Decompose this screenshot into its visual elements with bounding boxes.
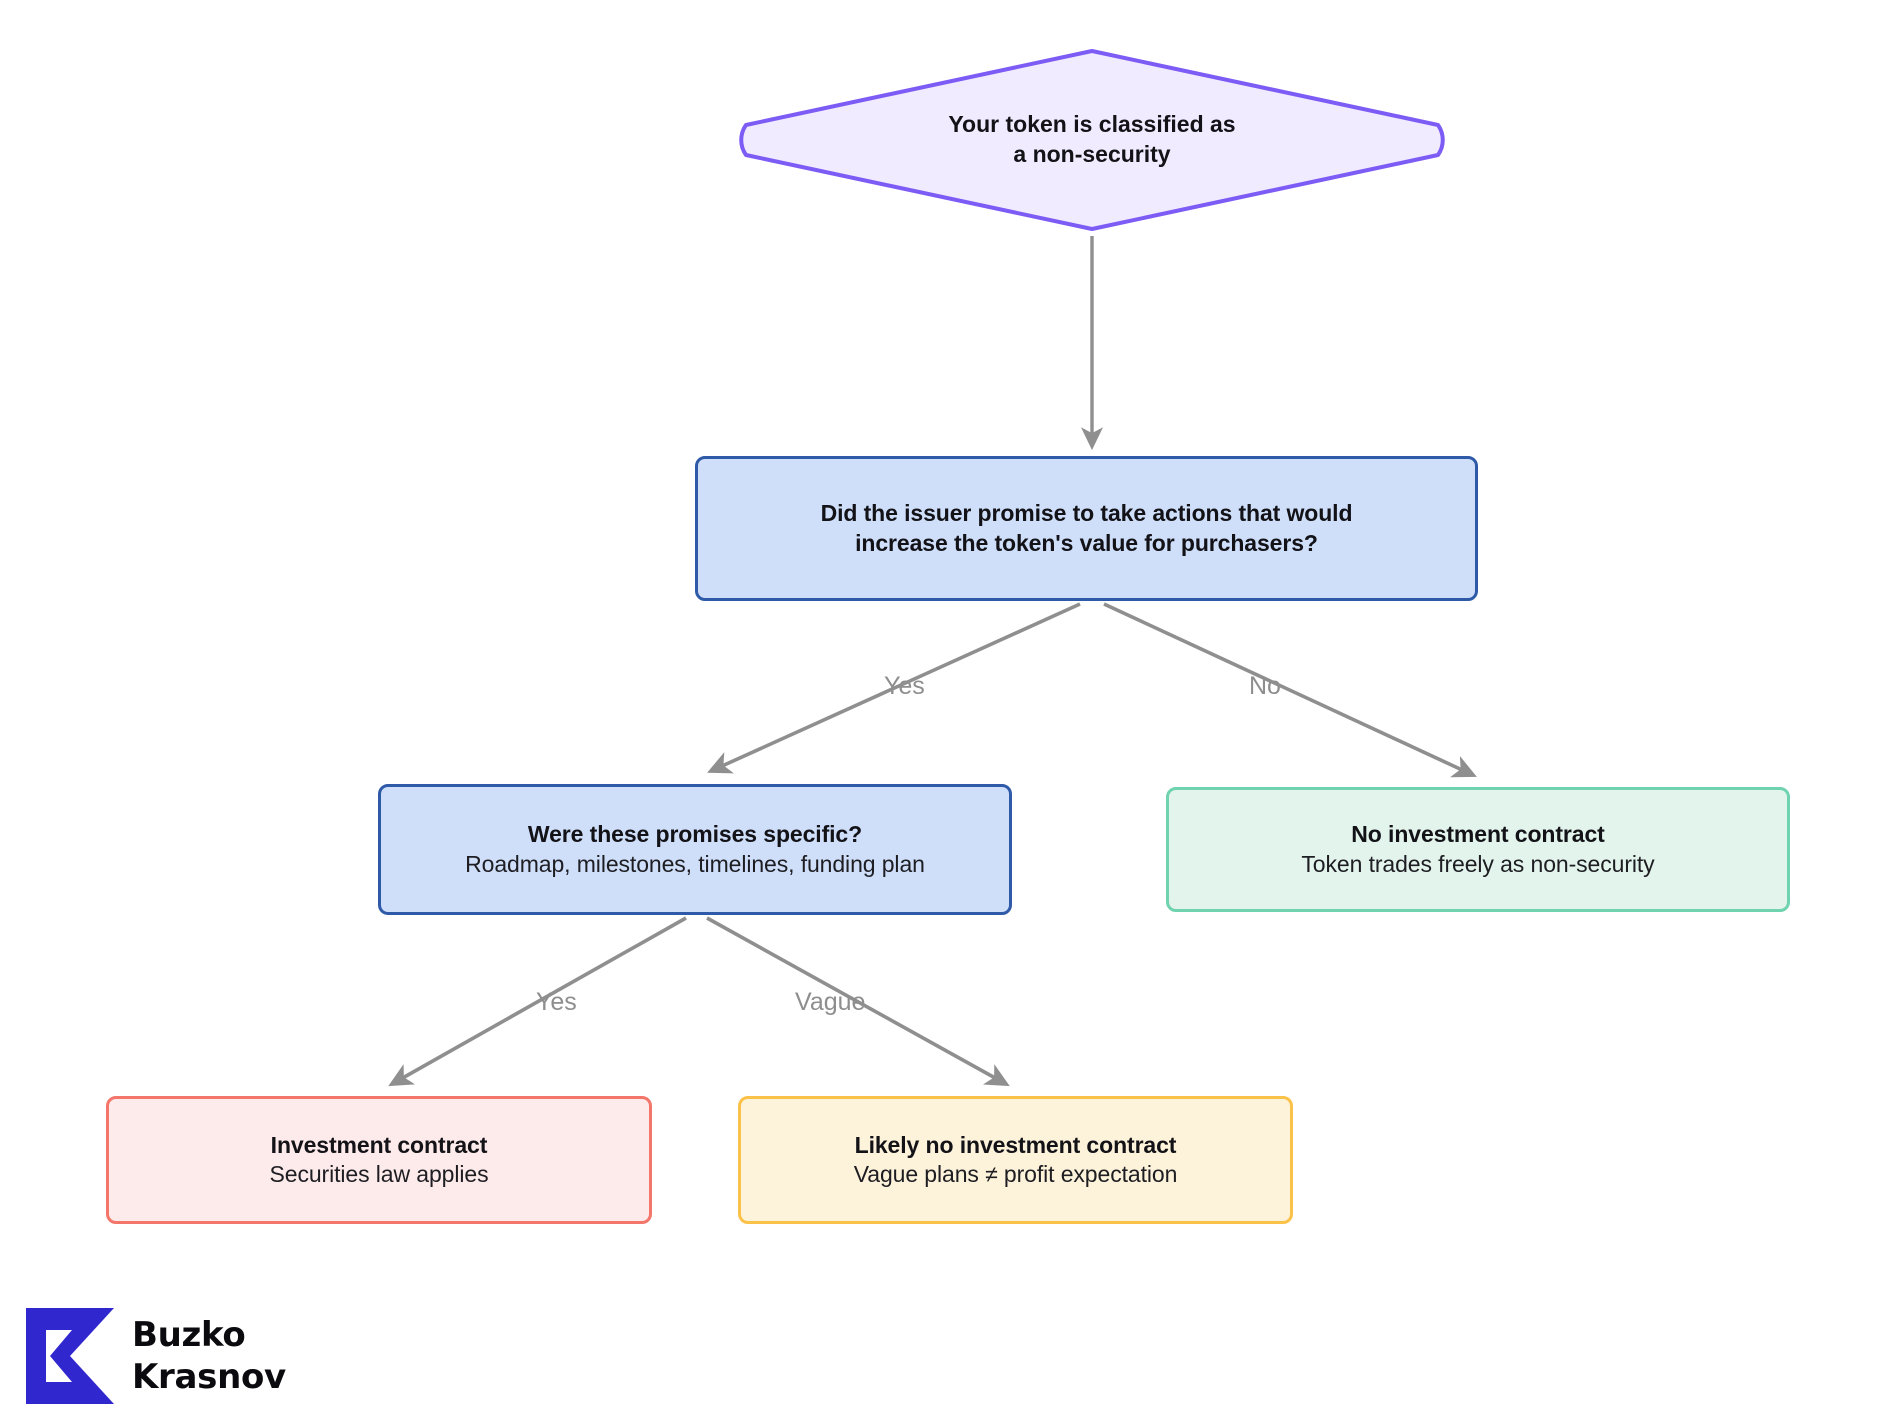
node-likely-no-investment-contract-subtitle: Vague plans ≠ profit expectation <box>853 1161 1178 1187</box>
node-start-title-line2: a non-security <box>1013 141 1171 167</box>
edge-label-q2-yes: Yes <box>536 988 577 1016</box>
node-q1-issuer-promise[interactable]: Did the issuer promise to take actions t… <box>695 456 1478 601</box>
node-q1-title-line1: Did the issuer promise to take actions t… <box>820 500 1353 527</box>
node-start-label: Your token is classified as a non-securi… <box>722 45 1462 235</box>
edge-q1-to-no-contract <box>1103 602 1477 778</box>
node-q2-title: Were these promises specific? <box>527 821 863 848</box>
node-investment-contract-title: Investment contract <box>270 1131 488 1158</box>
logo-line-2: Krasnov <box>132 1357 286 1397</box>
logo-wordmark: Buzko Krasnov <box>132 1314 286 1398</box>
node-q1-title: Did the issuer promise to take actions t… <box>821 499 1353 558</box>
node-q1-title-line2: increase the token's value for purchaser… <box>855 529 1318 556</box>
node-start-title-line1: Your token is classified as <box>948 111 1236 138</box>
node-investment-contract-subtitle: Securities law applies <box>269 1161 489 1187</box>
diamond-shape <box>739 49 1445 231</box>
edge-label-q2-vague: Vague <box>795 988 866 1016</box>
logo-line-1: Buzko <box>132 1314 246 1355</box>
edge-label-q1-yes: Yes <box>884 672 925 700</box>
node-q2-promises-specific[interactable]: Were these promises specific? Roadmap, m… <box>378 784 1012 915</box>
node-no-investment-contract-title: No investment contract <box>1351 821 1605 848</box>
edge-label-q1-no: No <box>1249 672 1281 700</box>
node-start[interactable]: Your token is classified as a non-securi… <box>722 45 1462 235</box>
logo-k-mark-icon <box>26 1308 114 1404</box>
node-no-investment-contract-subtitle: Token trades freely as non-security <box>1301 850 1655 877</box>
node-likely-no-investment-contract[interactable]: Likely no investment contract Vague plan… <box>738 1096 1293 1224</box>
node-q2-subtitle: Roadmap, milestones, timelines, funding … <box>465 850 925 877</box>
node-investment-contract[interactable]: Investment contract Securities law appli… <box>106 1096 652 1224</box>
node-no-investment-contract[interactable]: No investment contract Token trades free… <box>1166 787 1790 912</box>
brand-logo: Buzko Krasnov <box>26 1308 286 1404</box>
node-likely-no-investment-contract-title: Likely no investment contract <box>854 1131 1177 1158</box>
